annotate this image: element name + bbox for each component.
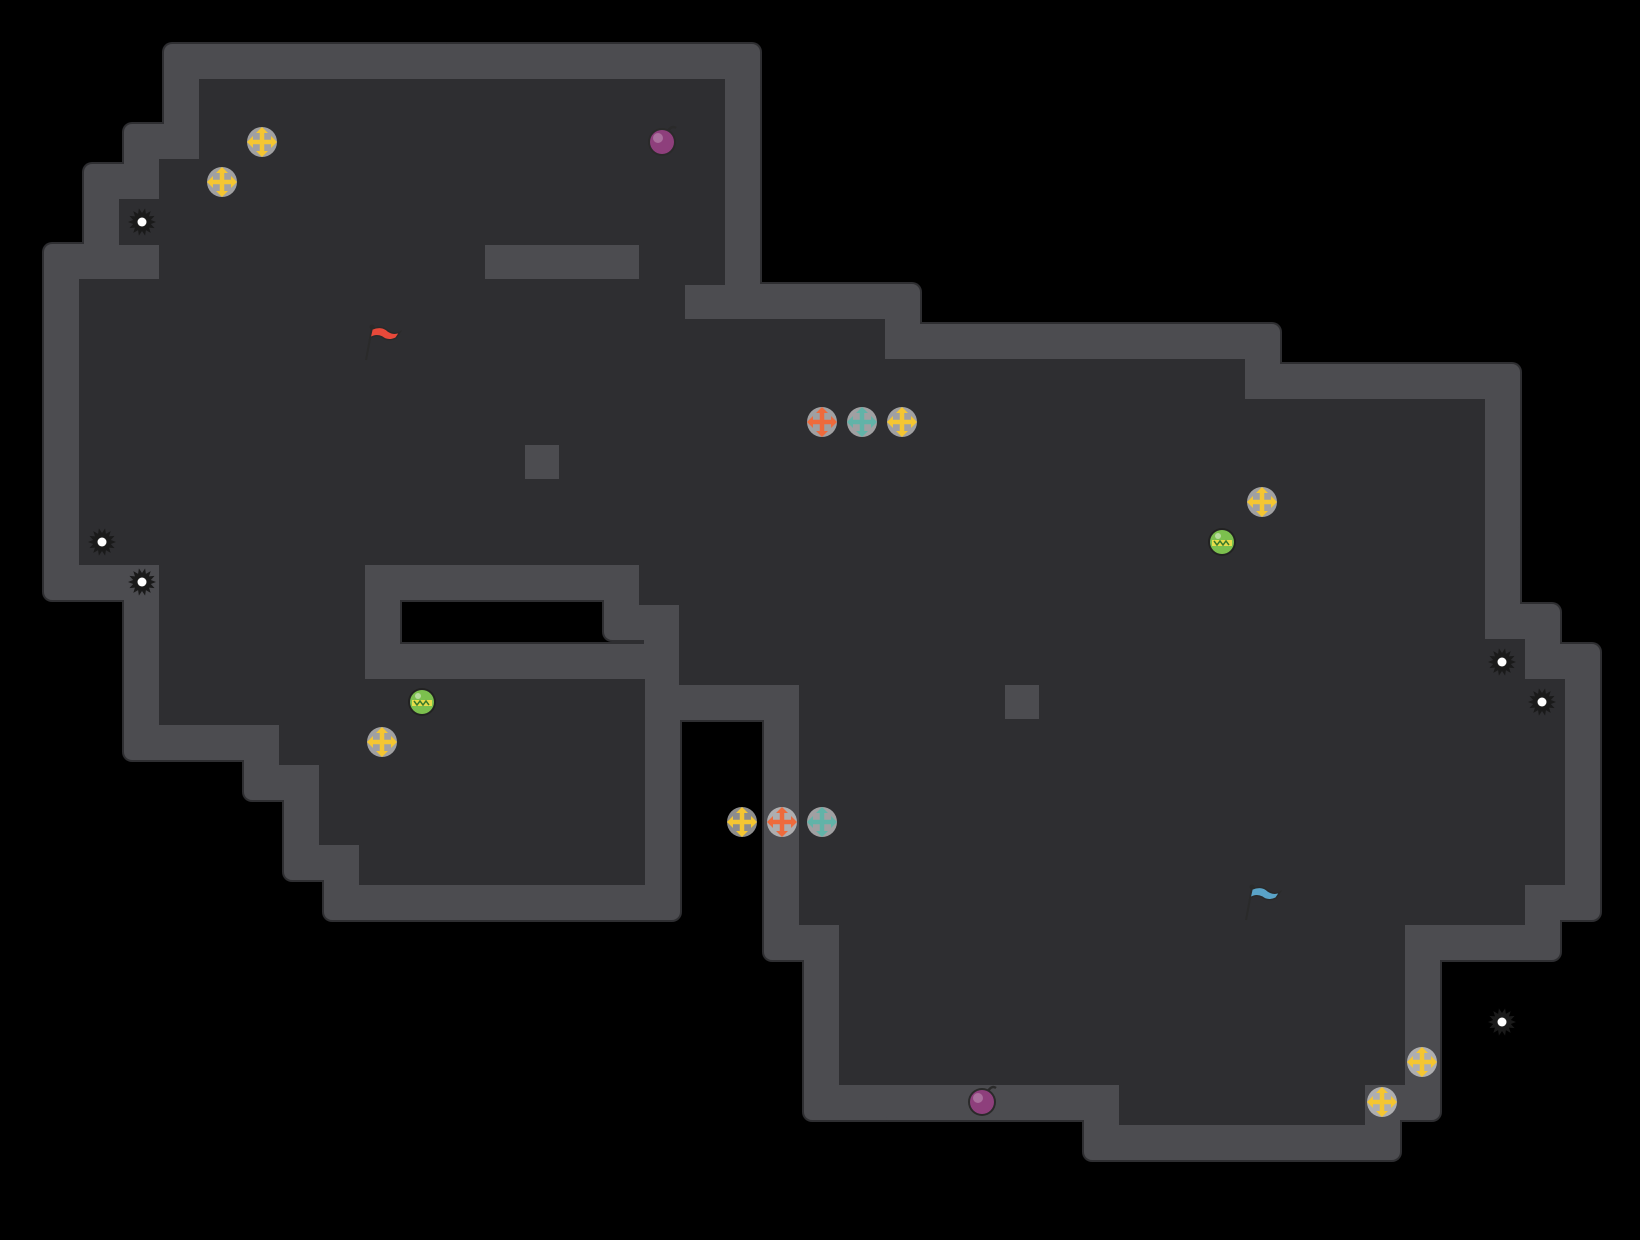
boost-pad-icon — [807, 807, 837, 837]
floor-rim — [1439, 599, 1485, 645]
bomb-icon — [968, 1085, 997, 1116]
spike-icon — [88, 528, 116, 556]
floor-rim — [199, 79, 485, 285]
powerup-orb-icon — [408, 688, 436, 716]
boost-pad-icon — [1367, 1087, 1397, 1117]
boost-pad-icon — [207, 167, 237, 197]
boost-pad-icon — [1247, 487, 1277, 517]
boost-pad-icon — [847, 407, 877, 437]
powerup-orb-icon — [1208, 528, 1236, 556]
boost-pad-icon — [727, 807, 757, 837]
obstacle-layer — [521, 441, 1043, 723]
bomb-icon — [648, 125, 677, 156]
floor-rim — [1119, 959, 1365, 1125]
blue-flag-icon — [1245, 884, 1283, 921]
floor-rim — [1399, 639, 1525, 925]
boost-pad-icon — [247, 127, 277, 157]
floor-rim — [159, 559, 365, 725]
floor-rim — [279, 719, 365, 765]
boost-pad-icon — [767, 807, 797, 837]
boost-pad-icon — [1407, 1047, 1437, 1077]
spike-icon — [1528, 688, 1556, 716]
boost-pad-icon — [367, 727, 397, 757]
spike-icon — [128, 208, 156, 236]
boost-pad-icon — [887, 407, 917, 437]
floor-rim — [359, 679, 645, 885]
spike-icon — [128, 568, 156, 596]
wall-block — [525, 445, 559, 479]
spike-icon — [1488, 648, 1516, 676]
entities-layer — [88, 125, 1556, 1117]
wall-block — [1005, 685, 1039, 719]
floor-rim — [79, 279, 685, 565]
floor-rim — [919, 1039, 1125, 1085]
spike-icon — [1488, 1008, 1516, 1036]
floor-rim — [319, 759, 405, 845]
boost-pad-icon — [807, 407, 837, 437]
floor-rim — [1319, 439, 1365, 485]
red-flag-icon — [365, 324, 403, 361]
